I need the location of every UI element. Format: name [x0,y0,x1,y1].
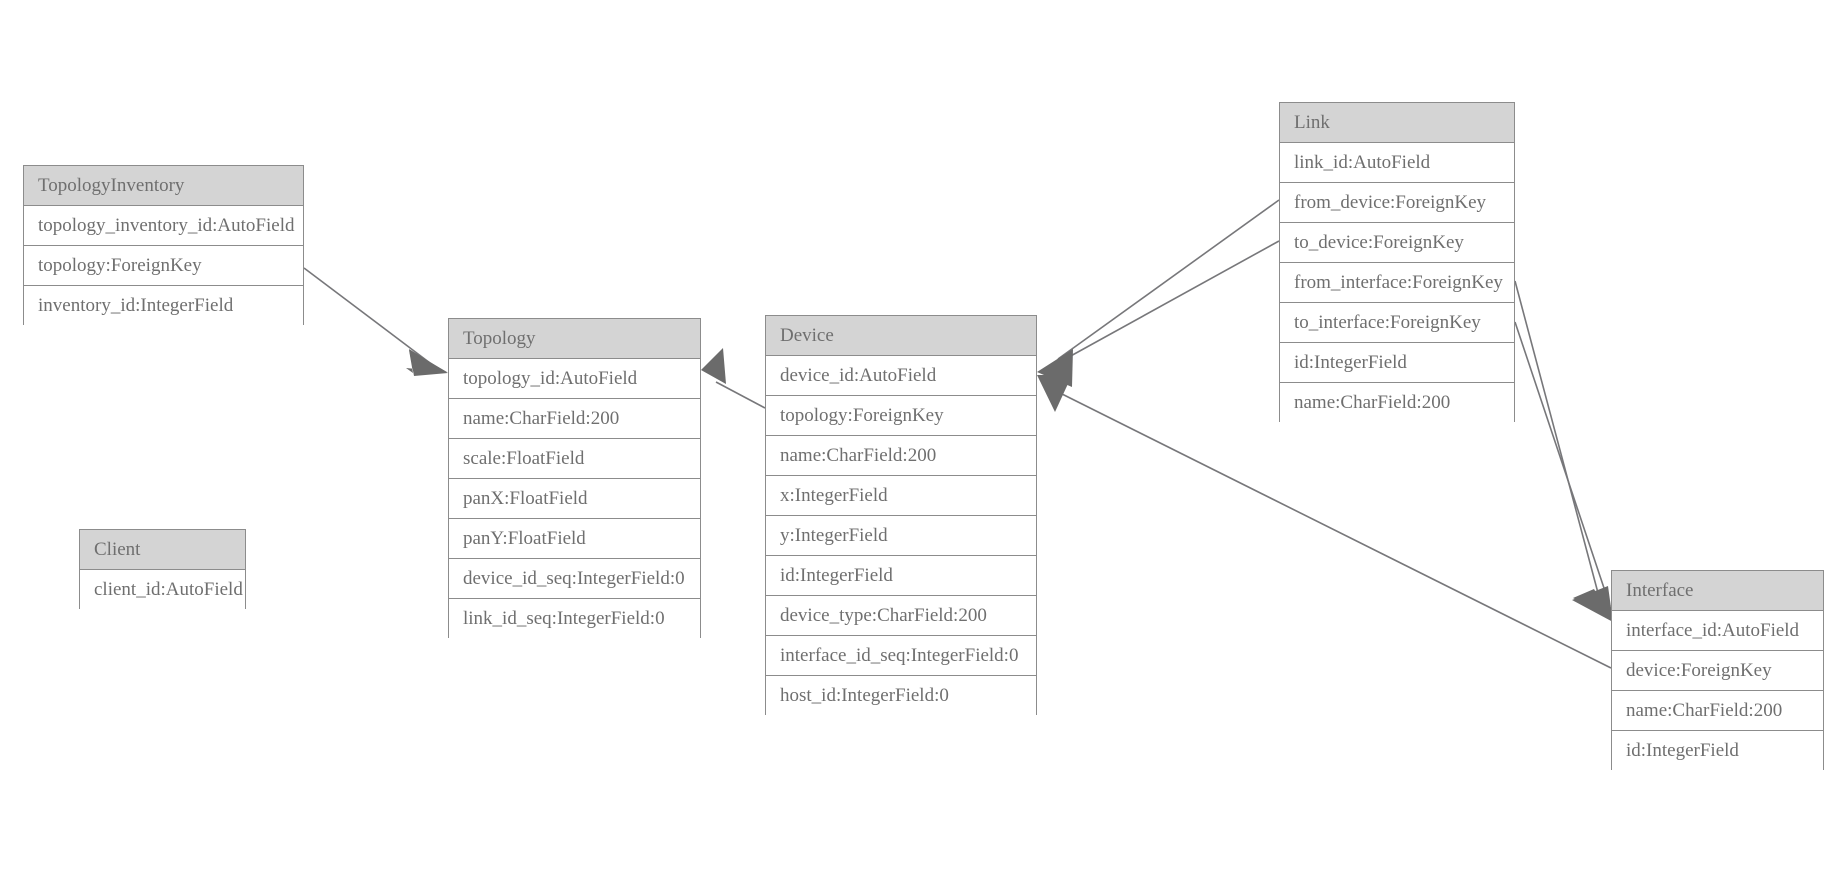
field-interface-1: device:ForeignKey [1612,651,1823,691]
arrowhead-device-lower [1037,375,1072,412]
field-topology-4: panY:FloatField [449,519,700,559]
field-device-1: topology:ForeignKey [766,396,1036,436]
entity-title-interface: Interface [1612,571,1823,611]
field-topology-5: device_id_seq:IntegerField:0 [449,559,700,599]
edge-device-topology [715,381,766,409]
field-topology-0: topology_id:AutoField [449,359,700,399]
edge-interface-device [1057,391,1612,669]
field-link-0: link_id:AutoField [1280,143,1514,183]
field-link-2: to_device:ForeignKey [1280,223,1514,263]
edge-topologyinventory-topology [303,267,431,364]
field-topology-6: link_id_seq:IntegerField:0 [449,599,700,639]
field-client-0: client_id:AutoField [80,570,245,610]
field-topology-inventory-2: inventory_id:IntegerField [24,286,303,326]
field-device-0: device_id:AutoField [766,356,1036,396]
field-device-2: name:CharField:200 [766,436,1036,476]
arrowhead-topology-left [409,349,448,376]
arrowhead-interface [1573,589,1612,620]
field-topology-2: scale:FloatField [449,439,700,479]
field-link-6: name:CharField:200 [1280,383,1514,423]
field-device-5: id:IntegerField [766,556,1036,596]
field-device-3: x:IntegerField [766,476,1036,516]
entity-title-topology-inventory: TopologyInventory [24,166,303,206]
field-interface-3: id:IntegerField [1612,731,1823,771]
field-topology-inventory-1: topology:ForeignKey [24,246,303,286]
edge-link-todevice-device [1057,240,1280,364]
field-topology-1: name:CharField:200 [449,399,700,439]
entity-title-device: Device [766,316,1036,356]
field-device-7: interface_id_seq:IntegerField:0 [766,636,1036,676]
entity-title-topology: Topology [449,319,700,359]
field-device-6: device_type:CharField:200 [766,596,1036,636]
entity-title-link: Link [1280,103,1514,143]
entity-device[interactable]: Device device_id:AutoField topology:Fore… [765,315,1037,716]
entity-interface[interactable]: Interface interface_id:AutoField device:… [1611,570,1824,771]
arrowhead-topology-right [701,348,726,384]
field-link-3: from_interface:ForeignKey [1280,263,1514,303]
field-device-4: y:IntegerField [766,516,1036,556]
field-topology-3: panX:FloatField [449,479,700,519]
entity-client[interactable]: Client client_id:AutoField [79,529,246,610]
arrowhead-topology-inbound-left [406,350,447,373]
edge-link-fromdevice-device [1057,199,1280,360]
field-topology-inventory-0: topology_inventory_id:AutoField [24,206,303,246]
entity-title-client: Client [80,530,245,570]
arrowhead-interface-body [1572,586,1613,622]
edge-link-frominterface-interface [1514,280,1603,609]
entity-topology[interactable]: Topology topology_id:AutoField name:Char… [448,318,701,639]
field-interface-2: name:CharField:200 [1612,691,1823,731]
field-interface-0: interface_id:AutoField [1612,611,1823,651]
field-link-4: to_interface:ForeignKey [1280,303,1514,343]
entity-topology-inventory[interactable]: TopologyInventory topology_inventory_id:… [23,165,304,326]
entity-link[interactable]: Link link_id:AutoField from_device:Forei… [1279,102,1515,423]
field-device-8: host_id:IntegerField:0 [766,676,1036,716]
field-link-5: id:IntegerField [1280,343,1514,383]
edge-link-tointerface-interface [1514,321,1611,607]
field-link-1: from_device:ForeignKey [1280,183,1514,223]
arrowhead-device-upper [1037,349,1073,387]
